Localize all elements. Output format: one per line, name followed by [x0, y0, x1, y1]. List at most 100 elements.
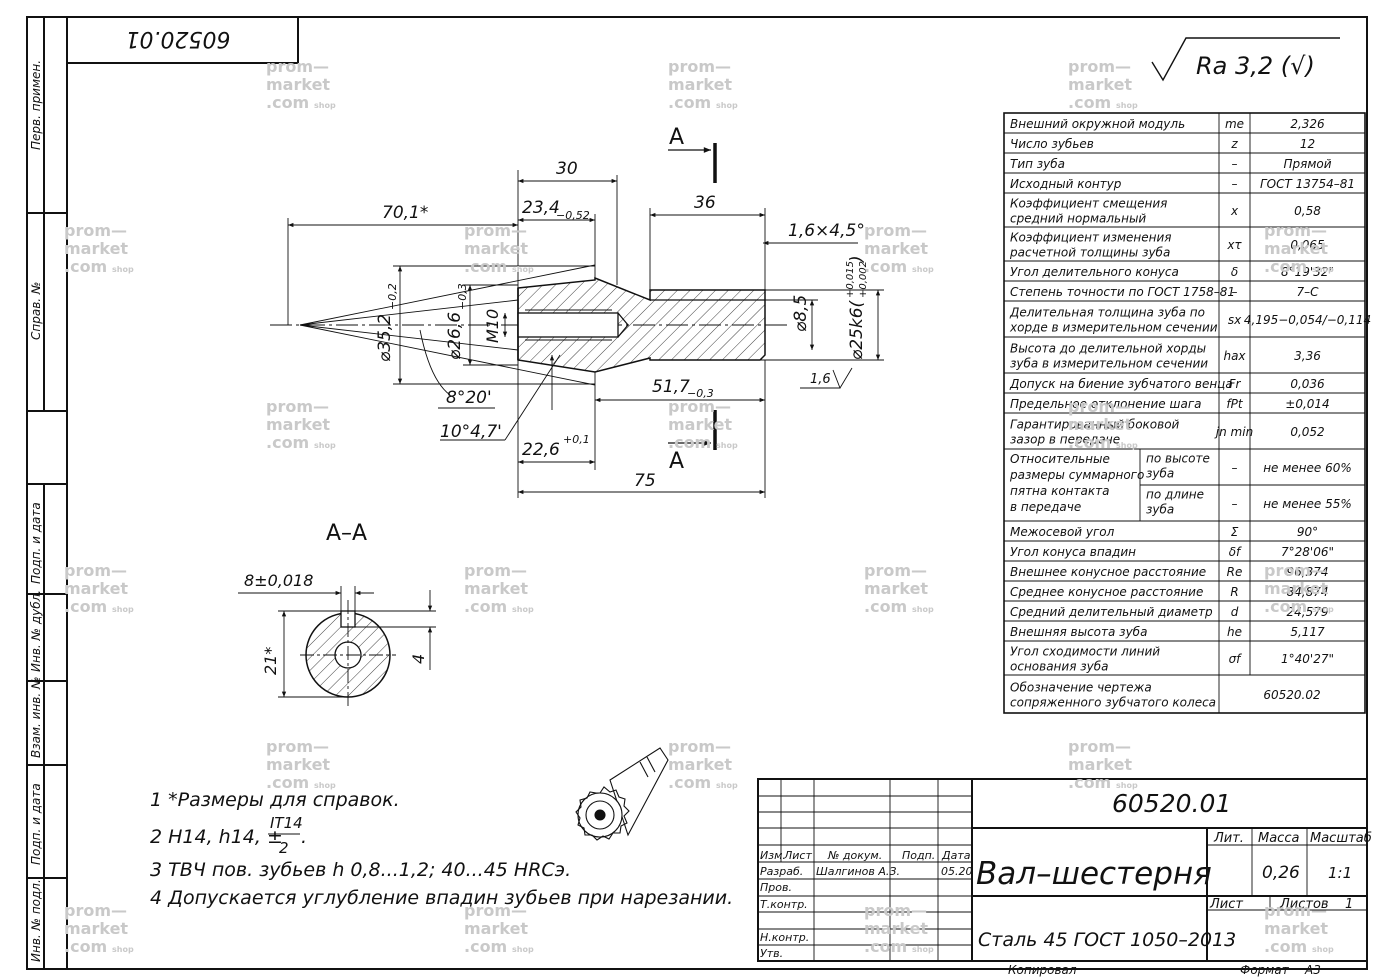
watermark-text: prom—	[266, 737, 329, 756]
tb-masshtab-val: 1:1	[1328, 864, 1352, 882]
dim-dia-25-tol-dn: +0,002	[858, 261, 869, 298]
param-name: Угол делительного конуса	[1010, 265, 1179, 279]
param-value: ±0,014	[1285, 397, 1329, 411]
param-symbol: z	[1230, 137, 1238, 151]
watermark-text: .com	[864, 257, 907, 276]
doc-code-rotated: 60520.01	[126, 26, 231, 51]
watermark-text: prom—	[668, 737, 731, 756]
param-symbol: sx	[1228, 313, 1242, 327]
dim-23-4-tol: −0,52	[556, 209, 590, 222]
roughness-label: Ra 3,2 (√)	[1196, 52, 1315, 80]
watermark-text: prom—	[464, 561, 527, 580]
watermark-text: market	[668, 755, 732, 774]
dim-70-1: 70,1*	[382, 203, 428, 223]
param-symbol: –	[1232, 157, 1238, 171]
param-sub-label: по длине	[1146, 488, 1204, 502]
dim-dia-35-2-tol: −0,2	[386, 283, 399, 310]
param-name: Внешний окружной модуль	[1010, 117, 1185, 131]
param-value: 0,065	[1290, 238, 1324, 252]
watermark-text: prom—	[864, 561, 927, 580]
dim-36: 36	[694, 193, 716, 213]
param-symbol: Re	[1227, 565, 1243, 579]
watermark-text: market	[864, 239, 928, 258]
param-sub-label: зуба	[1146, 467, 1174, 481]
param-symbol: he	[1227, 625, 1242, 639]
tb-lit: Лит.	[1213, 831, 1244, 846]
dim-51-7-tol: −0,3	[687, 387, 714, 400]
strip-podp-data-1: Подп. и дата	[29, 502, 43, 584]
dim-dia-25-tol-up: +0,015	[845, 261, 856, 298]
watermark-shop: shop	[1116, 441, 1138, 450]
watermark-text: prom—	[1068, 737, 1131, 756]
dim-30: 30	[556, 159, 578, 179]
watermark-text: market	[1264, 919, 1328, 938]
param-value: не менее 60%	[1263, 461, 1352, 475]
watermark-text: market	[64, 919, 128, 938]
strip-podp-data-2: Подп. и дата	[29, 783, 43, 865]
param-name: средний нормальный	[1010, 212, 1146, 226]
watermark-text: prom—	[668, 397, 731, 416]
param-value: 3,36	[1294, 349, 1321, 363]
param-value: 8°19'32"	[1281, 265, 1334, 279]
watermark-text: market	[464, 239, 528, 258]
watermark-text: market	[1068, 755, 1132, 774]
tb-massa-val: 0,26	[1262, 863, 1300, 883]
watermark-text: prom—	[864, 901, 927, 920]
watermark-text: prom—	[864, 221, 927, 240]
tb-format: Формат	[1240, 963, 1290, 977]
param-value: 24,579	[1287, 605, 1329, 619]
param-symbol: –	[1232, 461, 1238, 475]
param-value: 0,036	[1290, 377, 1325, 391]
param-name: Угол сходимости линий	[1010, 645, 1160, 659]
param-name: Исходный контур	[1010, 177, 1122, 191]
param-name: Степень точности по ГОСТ 1758–81	[1010, 285, 1235, 299]
tb-masshtab: Масштаб	[1310, 831, 1372, 846]
watermark-shop: shop	[716, 101, 738, 110]
param-value: 1°40'27"	[1281, 652, 1334, 666]
pinion-sketch	[575, 747, 669, 841]
param-symbol: δ	[1231, 265, 1238, 279]
tb-listov-val: 1	[1345, 897, 1353, 912]
watermark-text: .com	[864, 937, 907, 956]
param-value: 7–С	[1296, 285, 1319, 299]
dim-dia-26-6: ⌀26,6	[445, 312, 465, 360]
note-2-den: 2	[279, 839, 289, 857]
param-group-line: размеры суммарного	[1009, 468, 1144, 482]
watermark-shop: shop	[512, 265, 534, 274]
watermark-shop: shop	[1116, 781, 1138, 790]
watermark-text: market	[668, 75, 732, 94]
param-name: Коэффициент смещения	[1010, 197, 1167, 211]
watermark-text: market	[864, 579, 928, 598]
param-name: Угол конуса впадин	[1010, 545, 1136, 559]
watermark-text: market	[266, 415, 330, 434]
watermark-text: .com	[1264, 937, 1307, 956]
tb-utv: Утв.	[760, 947, 783, 960]
watermark-text: prom—	[64, 561, 127, 580]
watermark-text: market	[464, 579, 528, 598]
watermark-text: .com	[1068, 93, 1111, 112]
param-value: 90°	[1297, 525, 1318, 539]
param-value: 60520.02	[1263, 688, 1320, 702]
watermark-shop: shop	[314, 781, 336, 790]
dim-dia-8-5: ⌀8,5	[791, 295, 811, 332]
param-symbol: –	[1232, 177, 1238, 191]
param-name: сопряженного зубчатого колеса	[1010, 696, 1216, 710]
svg-text:⌀25k6(: ⌀25k6(	[847, 299, 867, 360]
tb-massa: Масса	[1258, 831, 1299, 846]
watermark-shop: shop	[112, 945, 134, 954]
watermark-text: .com	[464, 937, 507, 956]
param-symbol: jn min	[1214, 425, 1253, 439]
param-value: Прямой	[1283, 157, 1331, 171]
section-title: А–А	[326, 521, 367, 546]
dim-23-4: 23,4	[522, 198, 560, 218]
section-height-dim: 21*	[261, 647, 280, 675]
tb-prov: Пров.	[760, 881, 792, 894]
param-name: Гарантированный боковой	[1010, 418, 1180, 432]
strip-inv-podl: Инв. № подл.	[29, 879, 43, 962]
watermark-shop: shop	[912, 265, 934, 274]
watermark-shop: shop	[1312, 265, 1334, 274]
param-symbol: d	[1231, 605, 1239, 619]
param-group-line: пятна контакта	[1010, 484, 1109, 498]
watermark-text: .com	[64, 597, 107, 616]
